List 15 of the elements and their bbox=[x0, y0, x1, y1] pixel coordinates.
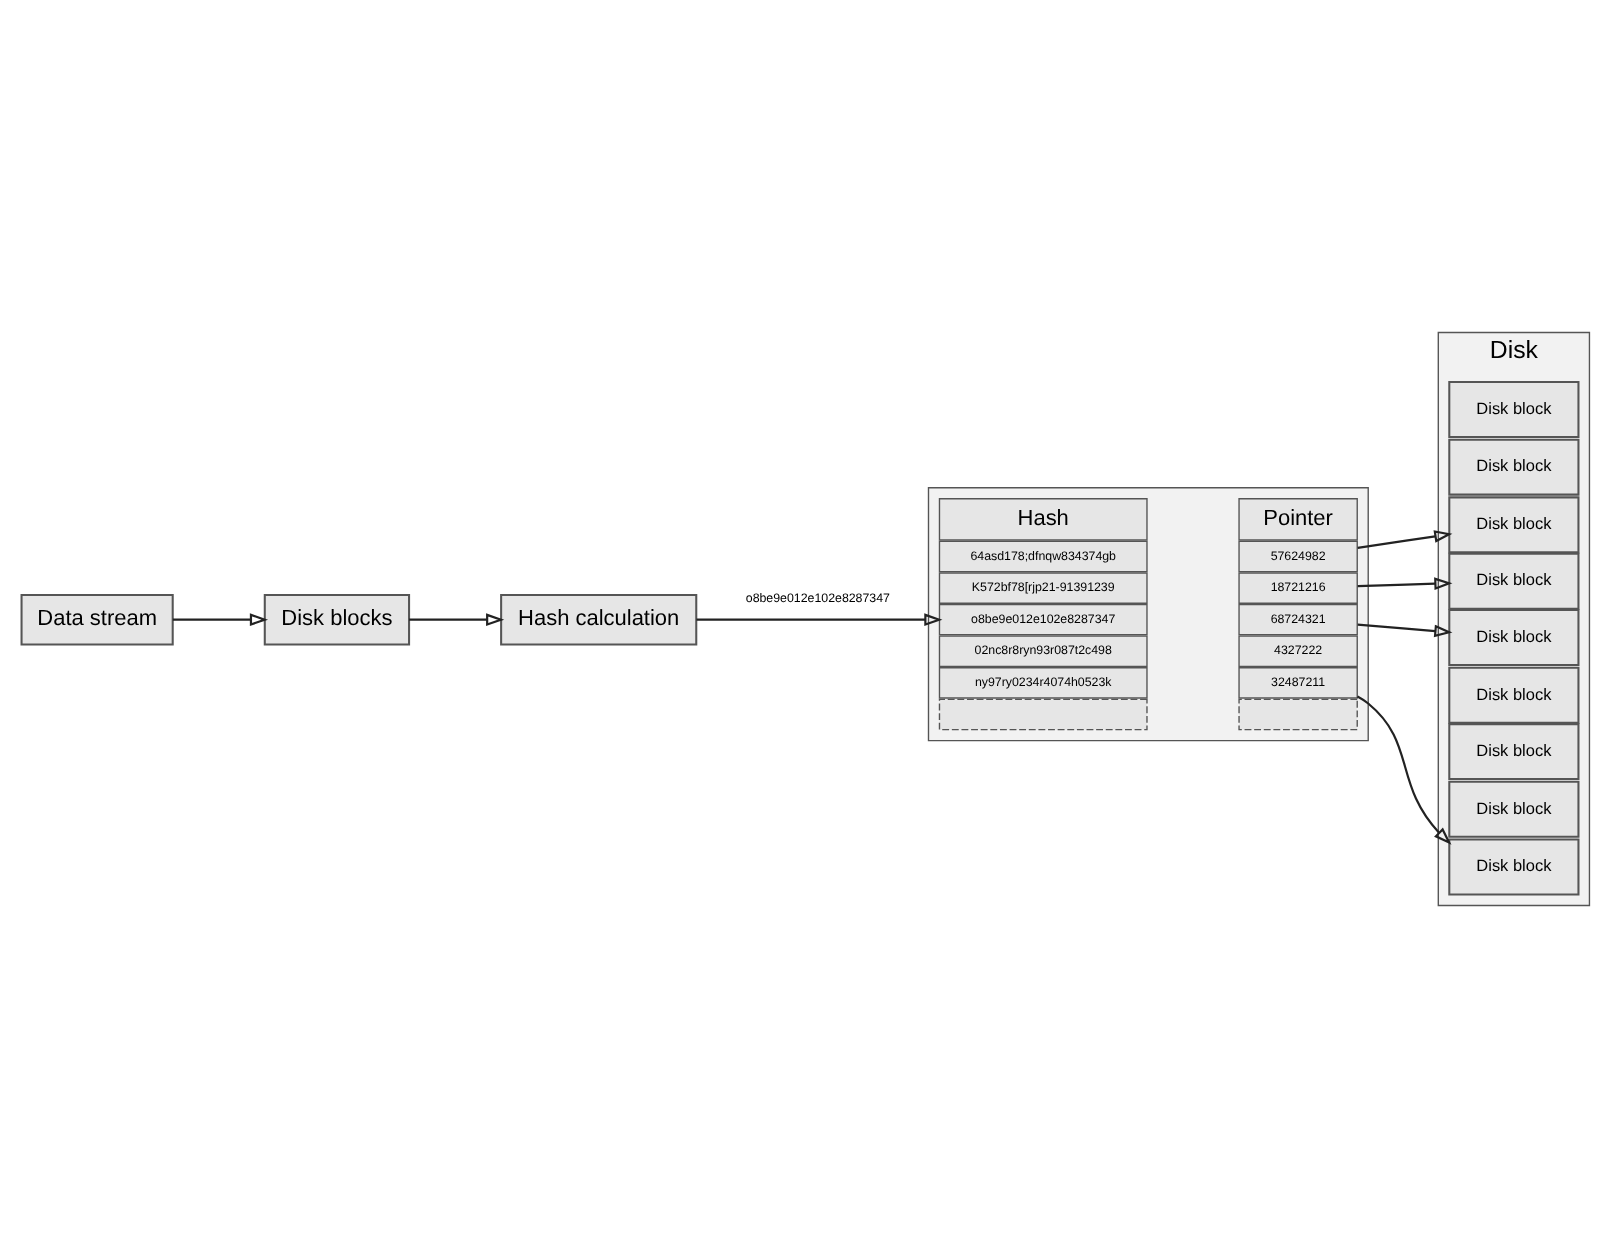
arrow bbox=[1357, 623, 1453, 638]
node-box bbox=[1238, 698, 1358, 731]
arrow bbox=[172, 613, 268, 627]
node-box: Hash calculation bbox=[500, 593, 698, 646]
node-box bbox=[938, 698, 1148, 731]
cluster bbox=[927, 487, 1369, 742]
node-box: Data stream bbox=[20, 593, 174, 646]
arrow bbox=[1356, 695, 1452, 845]
arrow bbox=[1357, 530, 1453, 549]
node-box: Disk blocks bbox=[263, 593, 411, 646]
node-box: Pointer bbox=[1238, 498, 1358, 541]
arrow bbox=[409, 613, 505, 627]
node-box: Hash bbox=[938, 498, 1148, 541]
arrow bbox=[696, 613, 943, 627]
arrow bbox=[1357, 577, 1453, 591]
